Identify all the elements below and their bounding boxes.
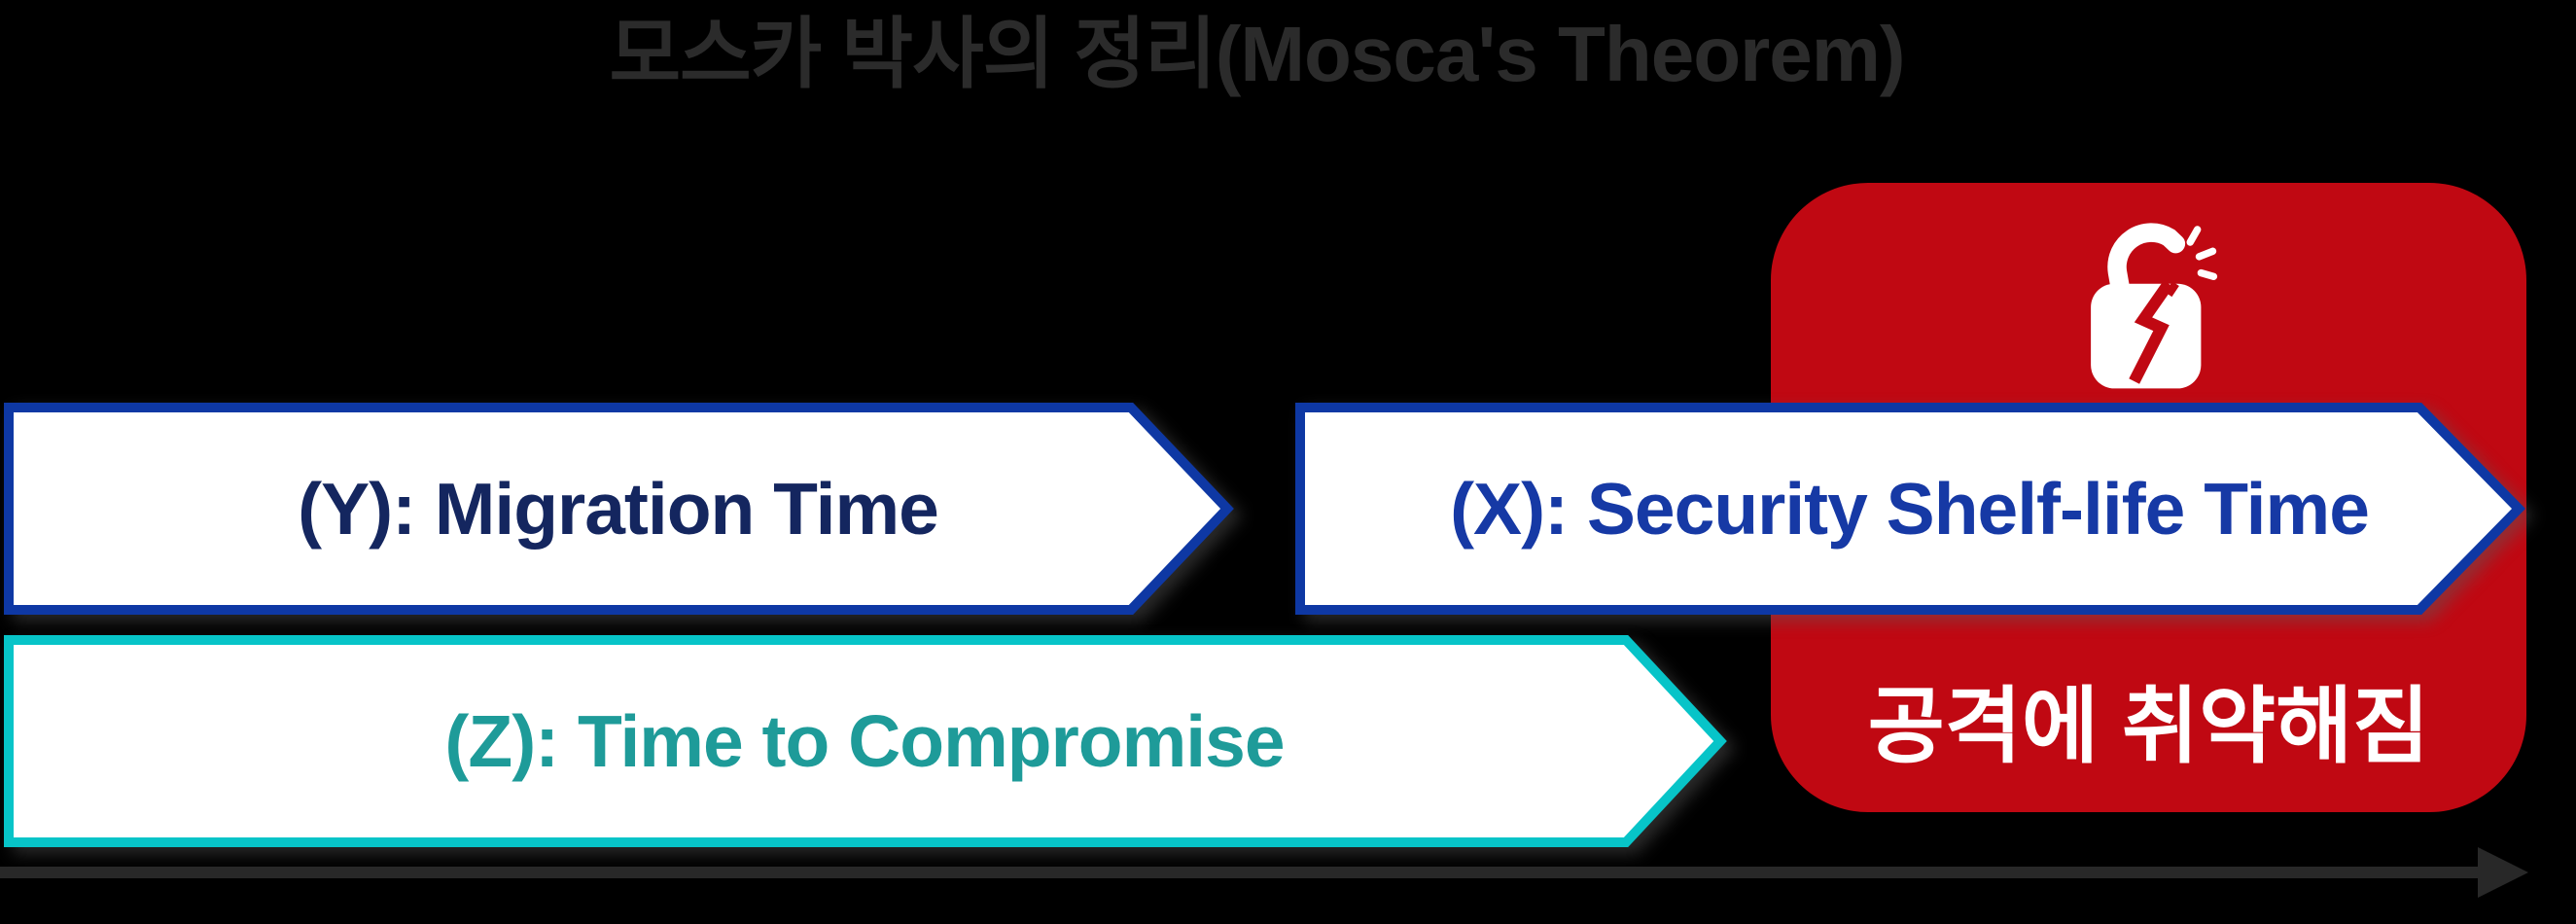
timeline-axis xyxy=(0,867,2486,878)
diagram-title: 모스카 박사의 정리(Mosca's Theorem) xyxy=(609,11,1905,97)
security-shelf-life-label: (X): Security Shelf-life Time xyxy=(1450,468,2370,550)
migration-time-arrow-shape xyxy=(4,403,1234,615)
security-shelf-life-arrow-shape xyxy=(1295,403,2526,615)
migration-time-label: (Y): Migration Time xyxy=(298,468,939,550)
broken-lock-icon xyxy=(2090,223,2217,389)
time-to-compromise-label: (Z): Time to Compromise xyxy=(444,700,1285,782)
time-to-compromise-arrow-shape xyxy=(4,635,1727,847)
attack-vulnerable-label: 공격에 취약해짐 xyxy=(1867,680,2430,773)
timeline-arrowhead-icon xyxy=(2478,847,2528,898)
